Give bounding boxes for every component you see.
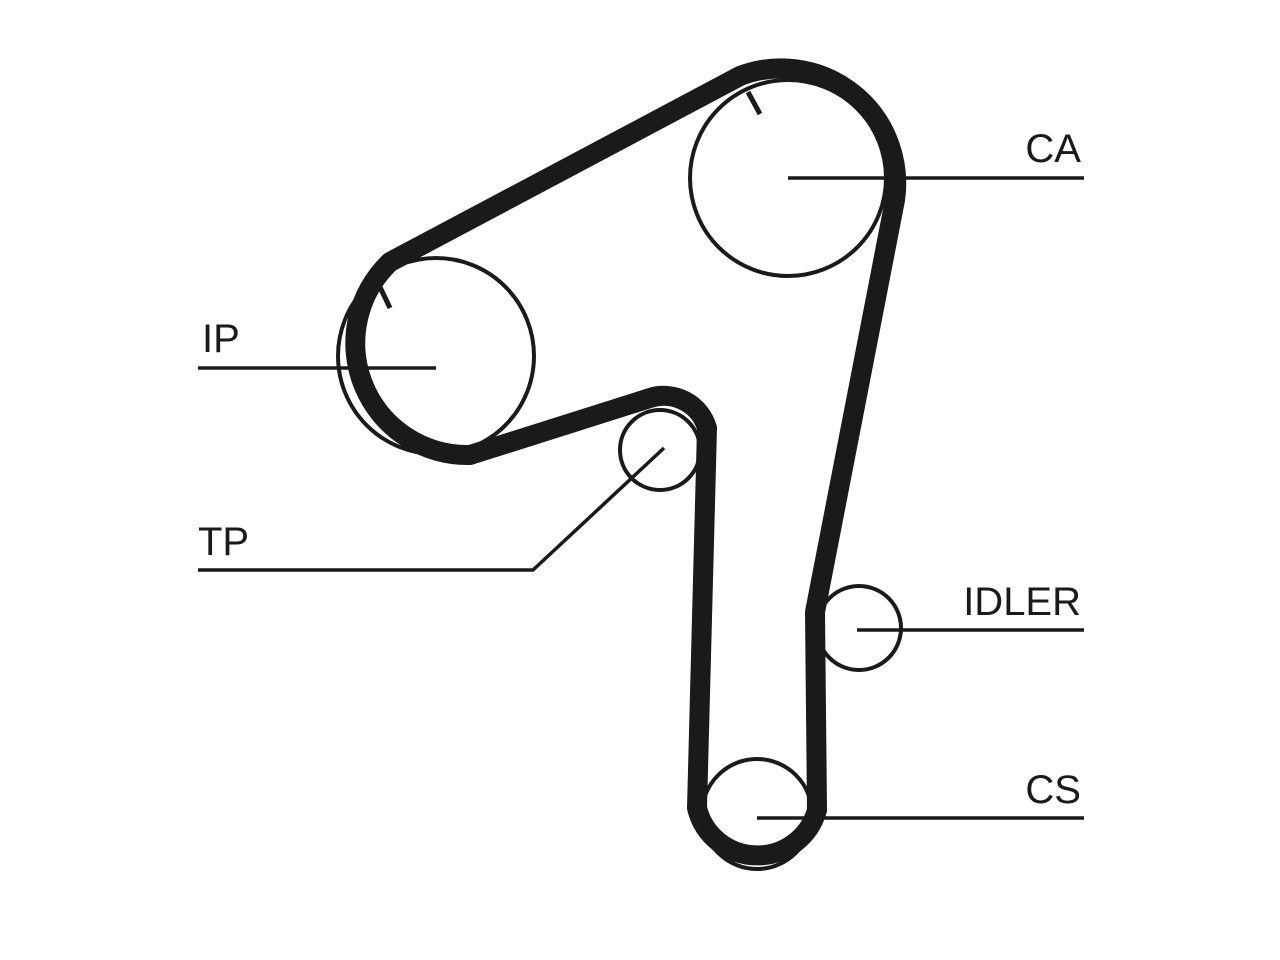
crankshaft-label: CS <box>1025 768 1081 812</box>
injection-pump-timing-mark <box>376 283 393 310</box>
camshaft-label: CA <box>1025 127 1081 171</box>
timing-marks <box>376 90 763 310</box>
camshaft-timing-mark <box>745 90 763 116</box>
labels: CA IP TP IDLER CS <box>198 127 1081 812</box>
timing-belt <box>345 58 907 866</box>
injection-pump-label: IP <box>202 317 240 361</box>
tensioner-pulley-label: TP <box>198 520 249 564</box>
idler-label: IDLER <box>963 580 1081 624</box>
tensioner-leader-line <box>198 446 666 572</box>
idler-pulley <box>815 584 903 672</box>
leader-lines <box>198 176 1084 820</box>
